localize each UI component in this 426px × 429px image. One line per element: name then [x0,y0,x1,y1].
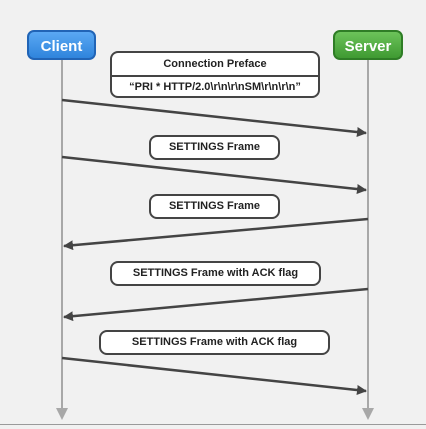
message-label-settings-client: SETTINGS Frame [149,135,280,160]
arrow-settings-server [63,217,369,251]
connection-preface-box: Connection Preface “PRI * HTTP/2.0\r\n\r… [110,51,320,98]
server-actor: Server [333,30,403,60]
message-label-ack-client: SETTINGS Frame with ACK flag [99,330,330,355]
preface-body: “PRI * HTTP/2.0\r\n\r\nSM\r\n\r\n” [129,81,301,93]
arrow-ack-client [61,356,367,395]
message-label-settings-server: SETTINGS Frame [149,194,280,219]
message-label-ack-server: SETTINGS Frame with ACK flag [110,261,321,286]
bottom-border [0,424,426,425]
client-actor: Client [27,30,96,60]
preface-title: Connection Preface [112,53,318,77]
arrow-ack-server [63,287,369,322]
arrow-preface [61,98,367,137]
arrow-settings-client [61,155,367,194]
